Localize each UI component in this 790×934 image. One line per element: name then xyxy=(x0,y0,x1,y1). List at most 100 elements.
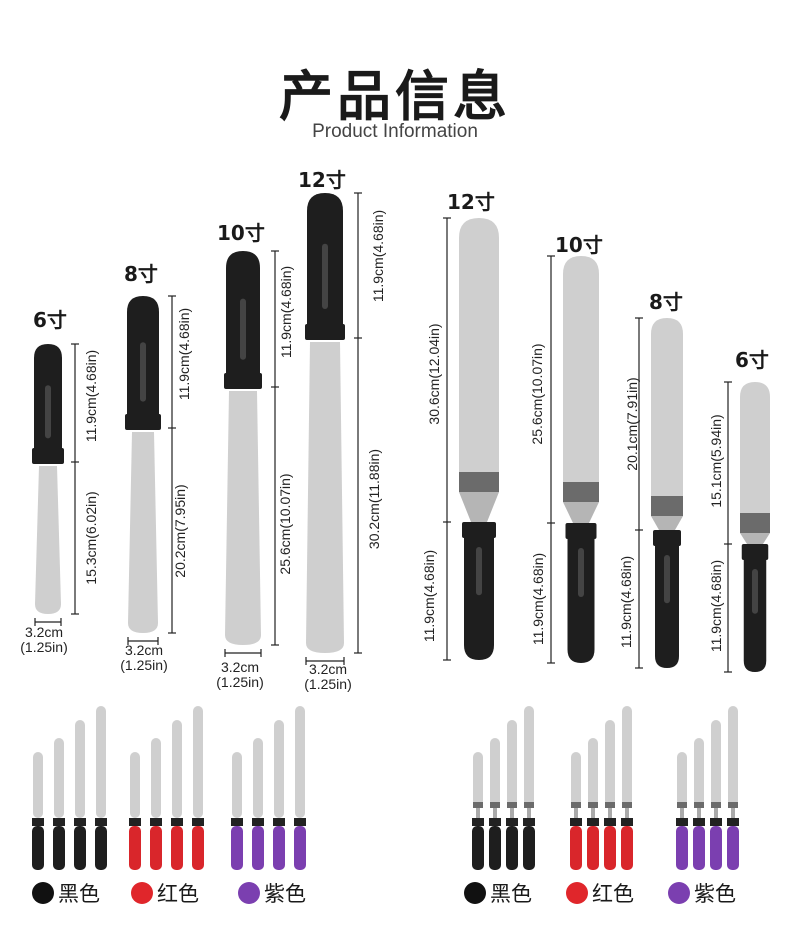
color-swatch-icon xyxy=(131,882,153,904)
handle-ferrule xyxy=(224,373,262,389)
mini-collar xyxy=(571,802,581,808)
mini-ferrule xyxy=(587,818,599,826)
mini-blade xyxy=(490,738,500,806)
spatula-blade xyxy=(459,218,499,472)
handle-groove xyxy=(45,385,51,439)
mini-handle xyxy=(489,826,501,870)
blade-length-straight-10: 25.6cm(10.07in) xyxy=(277,473,293,575)
mini-blade xyxy=(711,720,721,806)
legend-purple-right: 紫色 xyxy=(668,878,736,908)
mini-handle xyxy=(150,826,162,870)
mini-blade xyxy=(96,706,106,818)
color-swatch-icon xyxy=(238,882,260,904)
color-swatch-icon xyxy=(464,882,486,904)
mini-blade xyxy=(622,706,632,806)
spatula-blade xyxy=(35,466,61,614)
handle-groove xyxy=(476,547,482,596)
mini-ferrule xyxy=(74,818,86,826)
mini-handle xyxy=(472,826,484,870)
mini-handle xyxy=(587,826,599,870)
mini-handle xyxy=(129,826,141,870)
handle-groove xyxy=(140,342,146,402)
spatula-handle xyxy=(567,537,595,663)
mini-collar xyxy=(694,802,704,808)
handle-ferrule xyxy=(653,530,681,546)
size-label-straight-6: 6寸 xyxy=(33,308,67,332)
mini-blade xyxy=(507,720,517,806)
mini-ferrule xyxy=(472,818,484,826)
mini-collar xyxy=(507,802,517,808)
legend-red-left: 红色 xyxy=(131,878,199,908)
handle-ferrule xyxy=(741,544,769,560)
mini-ferrule xyxy=(570,818,582,826)
mini-ferrule xyxy=(231,818,243,826)
handle-groove xyxy=(664,555,670,604)
mini-ferrule xyxy=(252,818,264,826)
mini-collar xyxy=(588,802,598,808)
mini-handle xyxy=(231,826,243,870)
handle-length-straight-8: 11.9cm(4.68in) xyxy=(176,307,192,401)
blade-neck xyxy=(563,502,599,523)
mini-ferrule xyxy=(53,818,65,826)
mini-neck xyxy=(510,808,514,818)
size-label-offset-6: 6寸 xyxy=(735,348,769,372)
legend-red-right: 红色 xyxy=(566,878,634,908)
mini-handle xyxy=(95,826,107,870)
mini-blade xyxy=(473,752,483,806)
mini-ferrule xyxy=(523,818,535,826)
handle-ferrule xyxy=(462,522,496,538)
mini-blade xyxy=(253,738,263,818)
mini-handle xyxy=(523,826,535,870)
mini-collar xyxy=(524,802,534,808)
size-label-offset-8: 8寸 xyxy=(649,290,683,314)
mini-neck xyxy=(608,808,612,818)
mini-blade xyxy=(151,738,161,818)
size-label-straight-10: 10寸 xyxy=(217,221,265,245)
mini-ferrule xyxy=(294,818,306,826)
blade-collar xyxy=(651,496,683,516)
mini-handle xyxy=(53,826,65,870)
mini-ferrule xyxy=(171,818,183,826)
mini-collar xyxy=(490,802,500,808)
blade-length-offset-8: 20.1cm(7.91in) xyxy=(624,377,640,471)
mini-collar xyxy=(473,802,483,808)
mini-handle xyxy=(74,826,86,870)
blade-neck xyxy=(651,516,683,530)
color-swatch-icon xyxy=(566,882,588,904)
mini-blade xyxy=(33,752,43,818)
mini-ferrule xyxy=(621,818,633,826)
blade-length-offset-6: 15.1cm(5.94in) xyxy=(708,414,724,508)
mini-blade xyxy=(677,752,687,806)
blade-length-straight-8: 20.2cm(7.95in) xyxy=(172,484,188,578)
handle-length-straight-10: 11.9cm(4.68in) xyxy=(278,265,294,359)
color-swatch-icon xyxy=(668,882,690,904)
mini-handle xyxy=(252,826,264,870)
spatula-blade xyxy=(306,342,344,653)
mini-blade xyxy=(694,738,704,806)
spatula-handle xyxy=(655,544,679,668)
mini-ferrule xyxy=(150,818,162,826)
mini-neck xyxy=(527,808,531,818)
mini-blade xyxy=(130,752,140,818)
mini-neck xyxy=(476,808,480,818)
mini-blade xyxy=(588,738,598,806)
spatula-handle xyxy=(464,536,494,660)
blade-length-straight-12: 30.2cm(11.88in) xyxy=(366,448,382,550)
spatula-blade xyxy=(740,382,770,513)
size-label-straight-8: 8寸 xyxy=(124,262,158,286)
handle-length-straight-12: 11.9cm(4.68in) xyxy=(370,209,386,303)
mini-handle xyxy=(727,826,739,870)
mini-blade xyxy=(274,720,284,818)
mini-neck xyxy=(697,808,701,818)
mini-neck xyxy=(731,808,735,818)
handle-length-offset-6: 11.9cm(4.68in) xyxy=(708,559,724,653)
mini-blade xyxy=(728,706,738,806)
mini-blade xyxy=(524,706,534,806)
size-label-offset-12: 12寸 xyxy=(447,190,495,214)
spatula-handle xyxy=(743,558,767,672)
mini-ferrule xyxy=(710,818,722,826)
mini-ferrule xyxy=(32,818,44,826)
handle-groove xyxy=(322,243,328,309)
mini-ferrule xyxy=(95,818,107,826)
mini-ferrule xyxy=(604,818,616,826)
